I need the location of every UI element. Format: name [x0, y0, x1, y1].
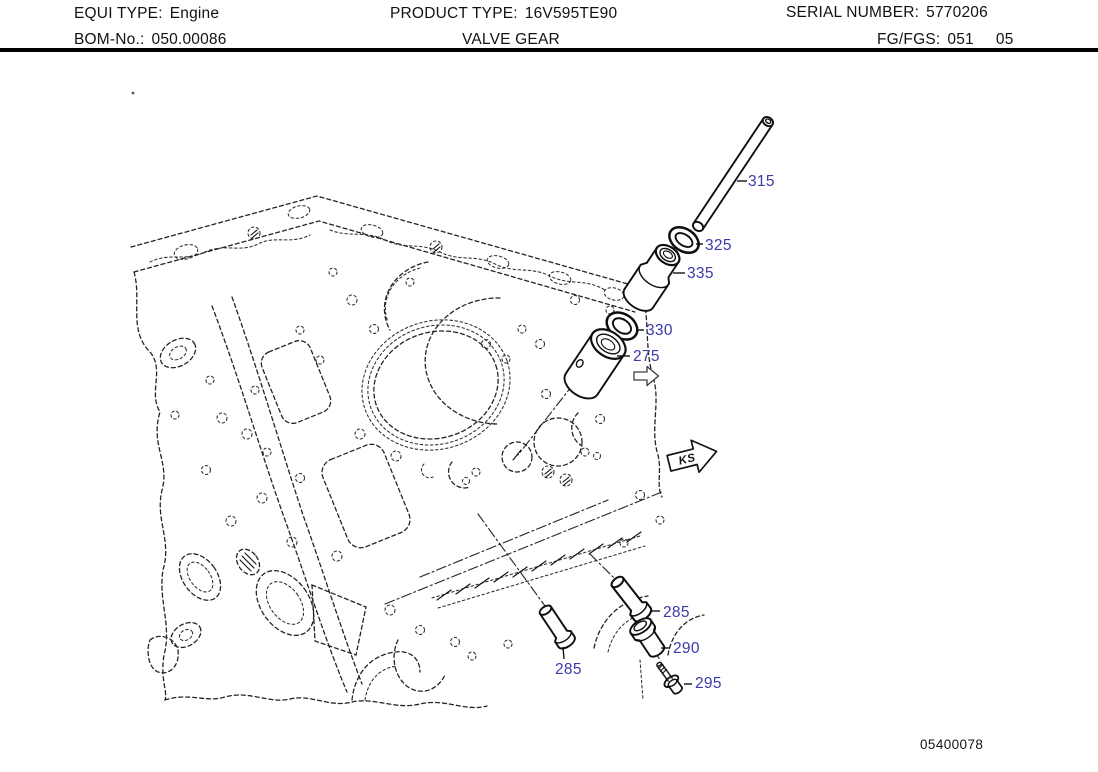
part-285-pin-right — [605, 571, 655, 626]
fg-fgs-label: FG/FGS: — [877, 31, 941, 48]
part-295-screw — [656, 661, 683, 695]
part-335-guide-sleeve — [622, 243, 681, 312]
section-title: VALVE GEAR — [462, 31, 560, 48]
part-label-285-right: 285 — [663, 604, 690, 621]
bom-no-field: BOM-No.: 050.00086 — [74, 31, 227, 49]
ks-marker-text: KS — [678, 452, 697, 468]
part-285-pin-left — [534, 600, 579, 653]
part-label-330: 330 — [646, 322, 673, 339]
part-label-285-left: 285 — [555, 661, 582, 678]
diagram-canvas: KS 315 325 335 330 275 285 285 290 295 — [0, 52, 1098, 772]
part-315-push-rod — [691, 115, 775, 233]
part-label-295: 295 — [695, 675, 722, 692]
ks-direction-arrow-icon: KS — [666, 439, 718, 474]
product-type-value: 16V595TE90 — [524, 5, 618, 22]
part-label-290: 290 — [673, 640, 700, 657]
equi-type-field: EQUI TYPE: Engine — [74, 5, 219, 23]
header-divider — [0, 48, 1098, 52]
part-label-315: 315 — [748, 173, 775, 190]
bom-no-value: 050.00086 — [151, 31, 227, 48]
equi-type-label: EQUI TYPE: — [74, 5, 163, 22]
callout-leaders — [562, 180, 747, 685]
speck — [131, 91, 135, 95]
engine-block-drawing: KS — [130, 91, 775, 709]
engine-block-outline — [130, 195, 705, 709]
equi-type-value: Engine — [169, 5, 220, 22]
serial-number-label: SERIAL NUMBER: — [786, 4, 920, 21]
part-275-valve-tappet — [563, 328, 627, 400]
serial-number-value: 5770206 — [926, 4, 988, 21]
bom-no-label: BOM-No.: — [74, 31, 145, 48]
serial-number-field: SERIAL NUMBER: 5770206 — [786, 4, 988, 22]
part-label-325: 325 — [705, 237, 732, 254]
part-290-bushing — [629, 617, 666, 658]
fg-fgs-value: 051 — [947, 31, 974, 48]
part-label-335: 335 — [687, 265, 714, 282]
product-type-field: PRODUCT TYPE: 16V595TE90 — [390, 5, 617, 23]
product-type-label: PRODUCT TYPE: — [390, 5, 518, 22]
fg-fgs-field: FG/FGS: 051 05 — [877, 31, 1014, 49]
install-direction-arrow-icon — [633, 365, 660, 387]
fg-fgs-value2: 05 — [995, 31, 1014, 48]
drawing-number: 05400078 — [920, 737, 984, 752]
part-325-o-ring — [668, 226, 700, 254]
part-label-275: 275 — [633, 348, 660, 365]
